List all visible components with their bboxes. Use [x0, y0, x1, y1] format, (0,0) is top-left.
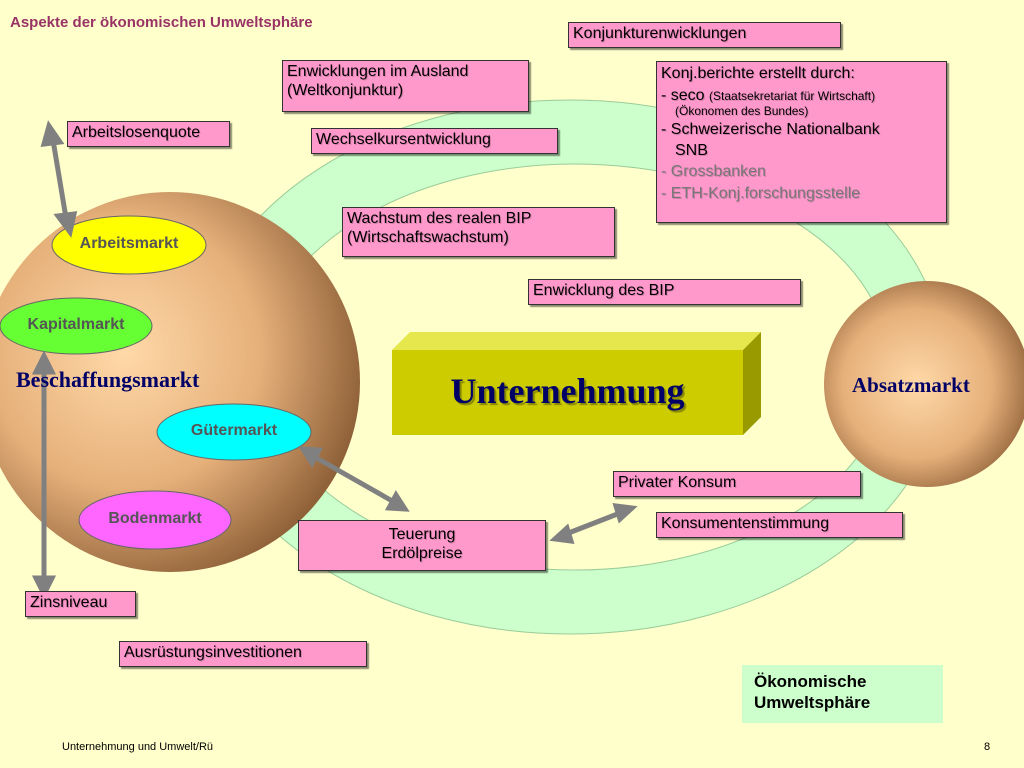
kapitalmarkt-ellipse — [0, 297, 153, 355]
footer-left: Unternehmung und Umwelt/Rü — [62, 741, 214, 753]
wechselkurs-box: Wechselkursentwicklung — [311, 128, 558, 154]
arbeitslosenquote-box: Arbeitslosenquote — [67, 121, 230, 147]
seco-note-2: (Ökonomen des Bundes) — [675, 104, 809, 118]
legend-box: Ökonomische Umweltsphäre — [742, 665, 943, 723]
kapitalmarkt-label: Kapitalmarkt — [27, 316, 125, 333]
ausland-line-1: Enwicklungen im Ausland — [287, 63, 469, 80]
beschaffungsmarkt-label: Beschaffungsmarkt — [16, 367, 200, 392]
wachstum-line-2: (Wirtschaftswachstum) — [347, 229, 509, 246]
absatzmarkt-sphere — [824, 281, 1024, 487]
page-number: 8 — [984, 741, 991, 753]
bodenmarkt-label: Bodenmarkt — [108, 510, 202, 527]
wachstum-line-1: Wachstum des realen BIP — [347, 210, 532, 227]
konj-berichte-box: Konj.berichte erstellt durch: - seco (St… — [656, 61, 947, 223]
slide-title: Aspekte der ökonomischen Umweltsphäre — [10, 14, 313, 31]
seco-note: (Staatsekretariat für Wirtschaft) — [709, 89, 876, 103]
legend-line-1: Ökonomische — [754, 672, 867, 691]
gutermarkt-label: Gütermarkt — [190, 422, 278, 439]
snb-line-2: SNB — [675, 142, 708, 159]
konj-berichte-seco: - seco (Staatsekretariat für Wirtschaft) — [661, 85, 942, 107]
seco-label: - seco — [661, 87, 705, 104]
ausland-line-2: (Weltkonjunktur) — [287, 82, 404, 99]
ausruestung-box: Ausrüstungsinvestitionen — [119, 641, 367, 667]
legend-line-2: Umweltsphäre — [754, 693, 871, 712]
arbeitsmarkt-label: Arbeitsmarkt — [79, 235, 179, 252]
beschaffungsmarkt-sphere — [0, 192, 360, 572]
arrows — [31, 120, 638, 600]
eth-line: - ETH-Konj.forschungsstelle — [661, 185, 861, 202]
teuerung-line-2: Erdölpreise — [381, 545, 463, 562]
snb-line-1: - Schweizerische Nationalbank — [661, 121, 880, 138]
konjunktur-box: Konjunkturenwicklungen — [568, 22, 841, 48]
zinsniveau-box: Zinsniveau — [25, 591, 136, 617]
privater-konsum-box: Privater Konsum — [613, 471, 861, 497]
gutermarkt-ellipse — [156, 403, 312, 461]
teuerung-box: Teuerung Erdölpreise — [298, 520, 546, 571]
teuerung-line-1: Teuerung — [388, 526, 456, 543]
ausland-box: Enwicklungen im Ausland (Weltkonjunktur) — [282, 60, 529, 112]
unternehmung-box-side — [743, 332, 761, 435]
wachstum-box: Wachstum des realen BIP (Wirtschaftswach… — [342, 207, 615, 257]
grossbanken-line: - Grossbanken — [661, 163, 766, 180]
konj-berichte-heading: Konj.berichte erstellt durch: — [661, 65, 855, 82]
enwicklung-bip-box: Enwicklung des BIP — [528, 279, 801, 305]
arbeitsmarkt-ellipse — [51, 215, 207, 275]
absatzmarkt-label: Absatzmarkt — [852, 373, 970, 397]
konsumentenstimmung-box: Konsumentenstimmung — [656, 512, 903, 538]
unternehmung-box-top — [392, 332, 761, 350]
bodenmarkt-ellipse — [78, 490, 232, 550]
unternehmung-label: Unternehmung — [450, 371, 685, 411]
unternehmung-box-front — [392, 350, 743, 435]
